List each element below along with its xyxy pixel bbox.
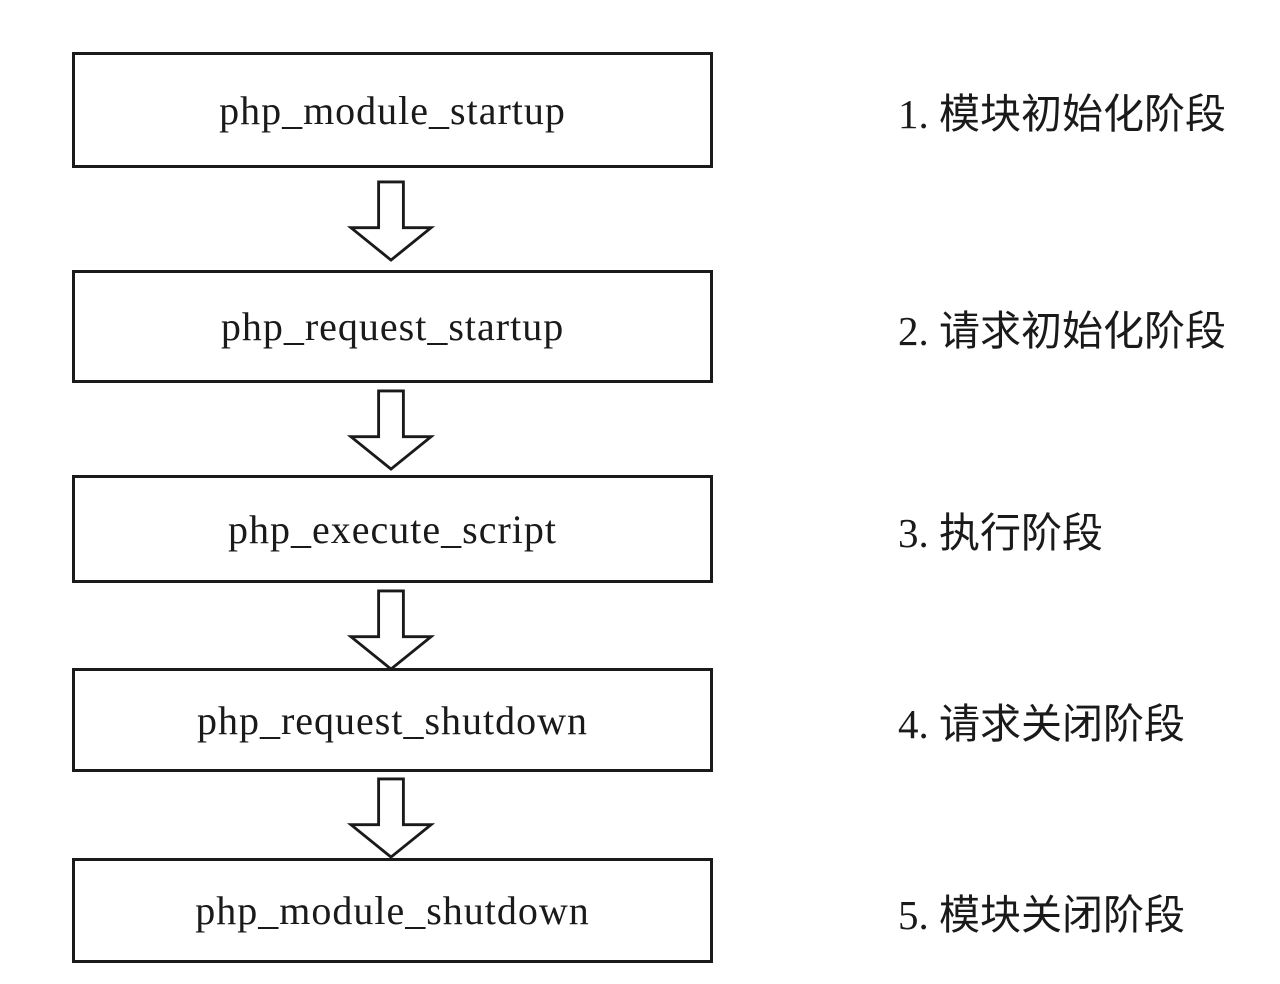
block-arrow-down-icon <box>346 589 436 671</box>
stage-label-3: 3. 执行阶段 <box>898 510 1103 556</box>
flow-box-php-request-startup: php_request_startup <box>72 270 713 383</box>
flow-box-text: php_execute_script <box>228 506 557 552</box>
flow-box-php-module-shutdown: php_module_shutdown <box>72 858 713 963</box>
stage-label-2: 2. 请求初始化阶段 <box>898 307 1226 354</box>
block-arrow-down-icon <box>346 777 436 859</box>
stage-label-4: 4. 请求关闭阶段 <box>898 701 1185 747</box>
stage-label-5: 5. 模块关闭阶段 <box>898 891 1185 938</box>
flow-box-text: php_request_shutdown <box>196 697 589 743</box>
block-arrow-down-icon <box>346 389 436 471</box>
block-arrow-down-icon <box>346 180 436 262</box>
stage-label-1: 1. 模块初始化阶段 <box>898 91 1226 137</box>
flow-box-text: php_module_startup <box>219 87 566 133</box>
flow-box-php-module-startup: php_module_startup <box>72 52 713 168</box>
flow-box-php-request-shutdown: php_request_shutdown <box>72 668 713 772</box>
flow-box-text: php_request_startup <box>220 304 565 349</box>
flow-box-text: php_module_shutdown <box>195 888 590 933</box>
flow-box-php-execute-script: php_execute_script <box>72 475 713 583</box>
